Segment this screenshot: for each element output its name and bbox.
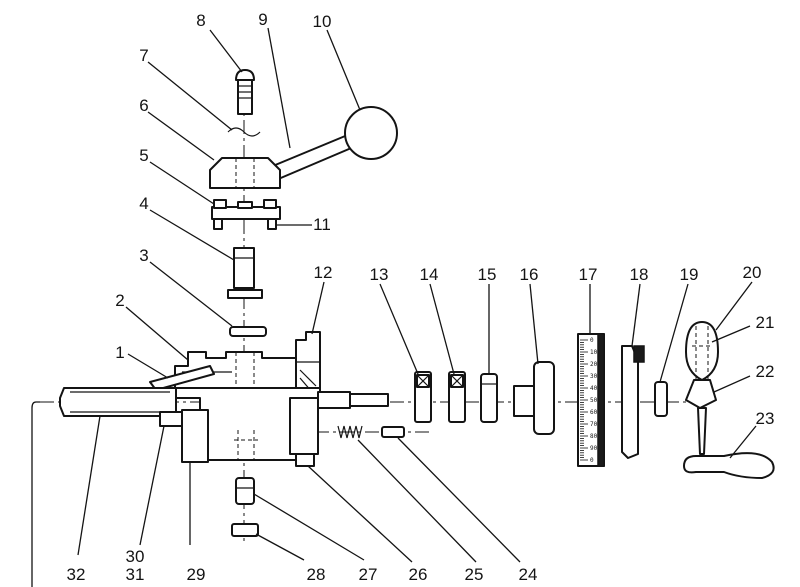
dial-mark: 30 (590, 373, 598, 380)
part-24-plunger (381, 426, 405, 438)
part-5-clamp-plate (211, 199, 281, 220)
part-29-bracket (181, 409, 209, 463)
label-part-22: 22 (756, 362, 775, 381)
part-9-handle-arm (267, 133, 357, 181)
label-part-12: 12 (314, 263, 333, 282)
label-part-25: 25 (465, 565, 484, 584)
label-part-16: 16 (520, 265, 539, 284)
label-part-10: 10 (313, 12, 332, 31)
part-3-washer (229, 326, 267, 337)
dial-mark: 40 (590, 385, 598, 392)
part-32-lead-screw (59, 387, 177, 417)
part-7-spring-washer (227, 127, 261, 137)
label-part-19: 19 (680, 265, 699, 284)
part-27-screw (235, 477, 255, 505)
label-part-5: 5 (139, 146, 148, 165)
part-19-nut (654, 381, 668, 417)
part-31-leader-line (31, 401, 40, 587)
part-22-crank-hub (685, 379, 717, 455)
part-14-bearing (448, 371, 466, 423)
part-25-spring (337, 425, 363, 439)
label-part-23: 23 (756, 409, 775, 428)
leader-lines (77, 27, 757, 563)
part-15-collar (480, 373, 498, 423)
part-4-stud (227, 247, 263, 299)
label-part-32: 32 (67, 565, 86, 584)
label-part-2: 2 (115, 291, 124, 310)
dial-mark: 10 (590, 349, 598, 356)
part-11-pins (213, 218, 277, 230)
dial-mark: 60 (590, 409, 598, 416)
part-10-ball-knob (344, 106, 398, 160)
part-26-cross-slide-screw (289, 391, 389, 467)
label-part-24: 24 (519, 565, 538, 584)
part-8-bolt (235, 69, 255, 115)
part-28-cap (231, 523, 259, 537)
label-part-15: 15 (478, 265, 497, 284)
part-17-graduated-dial: 0 10 20 30 40 50 60 70 80 90 0 (577, 333, 605, 467)
label-part-3: 3 (139, 246, 148, 265)
dial-mark: 80 (590, 433, 598, 440)
label-part-28: 28 (307, 565, 326, 584)
label-part-6: 6 (139, 96, 148, 115)
label-part-29: 29 (187, 565, 206, 584)
label-part-9: 9 (258, 10, 267, 29)
label-part-14: 14 (420, 265, 439, 284)
label-part-7: 7 (139, 46, 148, 65)
part-20-knob (685, 321, 719, 381)
dial-mark: 50 (590, 397, 598, 404)
label-part-13: 13 (370, 265, 389, 284)
part-21-key (692, 326, 712, 380)
dial-mark: 0 (590, 457, 594, 464)
part-13-bearing (414, 371, 432, 423)
part-30-nut (159, 411, 183, 427)
dial-mark: 90 (590, 445, 598, 452)
callout-numbers: 1 2 3 4 5 6 7 8 9 10 11 12 13 14 15 16 1… (67, 10, 775, 584)
label-part-1: 1 (115, 343, 124, 362)
dial-ticks: 0 10 20 30 40 50 60 70 80 90 0 (580, 337, 598, 464)
label-part-11: 11 (313, 215, 331, 234)
dial-mark: 20 (590, 361, 598, 368)
label-part-20: 20 (743, 263, 762, 282)
label-part-27: 27 (359, 565, 378, 584)
label-part-18: 18 (630, 265, 649, 284)
part-6-cam-lever-body (209, 157, 281, 189)
label-part-8: 8 (196, 11, 205, 30)
label-part-21: 21 (756, 313, 775, 332)
part-16-sleeve (513, 361, 555, 435)
label-part-4: 4 (139, 194, 148, 213)
label-part-26: 26 (409, 565, 428, 584)
label-part-31: 31 (126, 565, 145, 584)
label-part-30: 30 (126, 547, 145, 566)
dial-mark: 0 (590, 337, 594, 344)
part-23-crank-handle (683, 452, 775, 479)
dial-mark: 70 (590, 421, 598, 428)
label-part-17: 17 (579, 265, 598, 284)
